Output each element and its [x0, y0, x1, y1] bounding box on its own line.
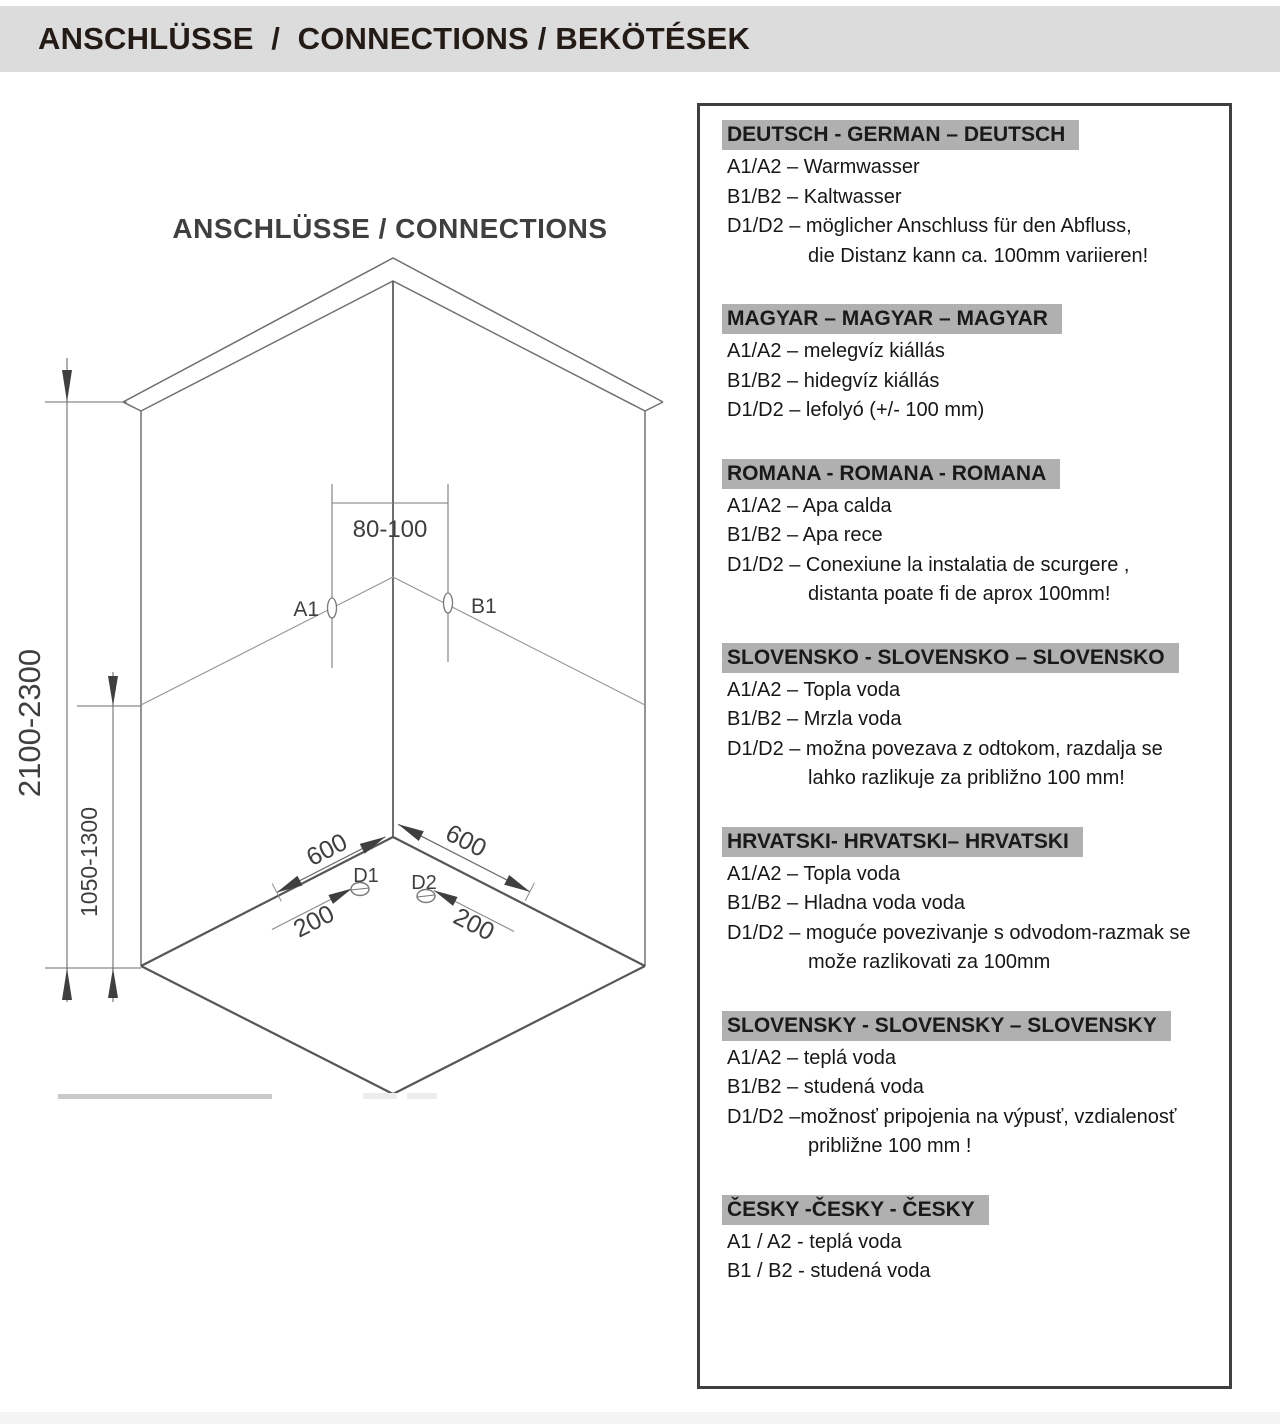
legend-line: D1/D2 – moguće povezivanje s odvodom-raz…: [727, 921, 1191, 944]
legend-line: A1/A2 – melegvíz kiállás: [727, 340, 945, 362]
legend-line: B1/B2 – studená voda: [727, 1076, 924, 1098]
baseline-shadow: [58, 1093, 437, 1099]
floor-edges: [140, 836, 646, 1095]
section-romanian-heading: ROMANA - ROMANA - ROMANA: [722, 458, 1061, 489]
drain-d2: D2: [411, 872, 437, 904]
dim-2100-2300: 2100-2300: [12, 358, 141, 1002]
connection-diagram: ANSCHLÜSSE / CONNECTIONS 80-100 A1 B1: [12, 213, 664, 1099]
legend-line: D1/D2 – možna povezava z odtokom, razdal…: [727, 737, 1163, 760]
legend-line: A1 / A2 - teplá voda: [727, 1230, 902, 1253]
drain-d1: D1: [350, 865, 379, 897]
legend-line: A1/A2 – Apa calda: [727, 494, 892, 517]
outlet-a1-label: A1: [293, 598, 319, 621]
legend-line: lahko razlikuje za približno 100 mm!: [808, 767, 1125, 789]
connection-height-line: [140, 576, 646, 706]
dim-1050-1300: 1050-1300: [76, 672, 141, 1002]
outlet-b1-label: B1: [471, 595, 497, 618]
legend-line: D1/D2 – lefolyó (+/- 100 mm): [727, 399, 985, 421]
legend-line: D1/D2 – Conexiune la instalatia de scurg…: [727, 553, 1130, 576]
section-slovak: SLOVENSKY - SLOVENSKY – SLOVENSKY A1/A2 …: [722, 1010, 1211, 1162]
legend-line: B1 / B2 - studená voda: [727, 1260, 931, 1282]
section-german: DEUTSCH - GERMAN – DEUTSCH A1/A2 – Warmw…: [722, 120, 1211, 271]
dim-2100-2300-label: 2100-2300: [12, 649, 47, 797]
language-legend-panel: DEUTSCH - GERMAN – DEUTSCH A1/A2 – Warmw…: [697, 103, 1232, 1389]
legend-line: B1/B2 – hidegvíz kiállás: [727, 369, 940, 392]
dim-80-100-label: 80-100: [353, 516, 428, 543]
page-title: ANSCHLÜSSE / CONNECTIONS / BEKÖTÉSEK: [38, 21, 751, 56]
legend-line: B1/B2 – Apa rece: [727, 524, 883, 546]
legend-line: B1/B2 – Mrzla voda: [727, 708, 902, 730]
legend-line: A1/A2 – teplá voda: [727, 1046, 897, 1069]
dim-600-left-label: 600: [302, 828, 352, 872]
section-croatian: HRVATSKI- HRVATSKI– HRVATSKI A1/A2 – Top…: [722, 826, 1211, 978]
section-slovenian: SLOVENSKO - SLOVENSKO – SLOVENSKO A1/A2 …: [722, 642, 1211, 794]
dim-200-left-label: 200: [289, 900, 339, 944]
section-hungarian: MAGYAR – MAGYAR – MAGYAR A1/A2 – melegví…: [722, 304, 1211, 426]
dim-80-100: 80-100: [331, 484, 449, 668]
outlet-a1: A1: [293, 597, 338, 621]
legend-line: može razlikovati za 100mm: [808, 951, 1051, 973]
legend-line: distanta poate fi de aprox 100mm!: [808, 583, 1111, 605]
outlet-b1: B1: [442, 592, 497, 618]
dim-200-right-label: 200: [449, 902, 499, 946]
section-slovak-heading: SLOVENSKY - SLOVENSKY – SLOVENSKY: [722, 1010, 1171, 1041]
legend-line: die Distanz kann ca. 100mm variieren!: [808, 244, 1149, 267]
section-czech: ČESKY -ČESKY - ČESKY A1 / A2 - teplá vod…: [722, 1194, 1211, 1287]
dim-600-left: 600: [271, 828, 386, 902]
wall-edges: [140, 411, 646, 966]
legend-line: D1/D2 –možnosť pripojenia na výpusť, vzd…: [727, 1105, 1177, 1128]
dim-1050-1300-label: 1050-1300: [76, 807, 102, 917]
section-croatian-heading: HRVATSKI- HRVATSKI– HRVATSKI: [722, 826, 1083, 857]
legend-line: D1/D2 – möglicher Anschluss für den Abfl…: [727, 215, 1132, 237]
legend-line: A1/A2 – Topla voda: [727, 678, 901, 701]
dim-200-left: 200: [271, 888, 353, 944]
legend-line: B1/B2 – Hladna voda voda: [727, 892, 965, 914]
dim-600-right-label: 600: [441, 819, 491, 863]
section-romanian: ROMANA - ROMANA - ROMANA A1/A2 – Apa cal…: [722, 458, 1211, 610]
diagram-title: ANSCHLÜSSE / CONNECTIONS: [172, 213, 607, 244]
drain-d1-label: D1: [353, 865, 379, 887]
page-header-band: ANSCHLÜSSE / CONNECTIONS / BEKÖTÉSEK: [0, 6, 1280, 72]
section-slovenian-heading: SLOVENSKO - SLOVENSKO – SLOVENSKO: [722, 642, 1179, 673]
section-german-heading: DEUTSCH - GERMAN – DEUTSCH: [722, 120, 1080, 150]
legend-line: približne 100 mm !: [808, 1135, 972, 1157]
bottom-page-band: [0, 1412, 1280, 1424]
drain-d2-label: D2: [411, 872, 437, 894]
section-czech-heading: ČESKY -ČESKY - ČESKY: [722, 1194, 989, 1225]
legend-line: A1/A2 – Topla voda: [727, 862, 901, 885]
section-hungarian-heading: MAGYAR – MAGYAR – MAGYAR: [722, 304, 1062, 334]
legend-line: B1/B2 – Kaltwasser: [727, 185, 902, 208]
dim-200-right: 200: [433, 890, 515, 946]
legend-line: A1/A2 – Warmwasser: [727, 156, 920, 178]
